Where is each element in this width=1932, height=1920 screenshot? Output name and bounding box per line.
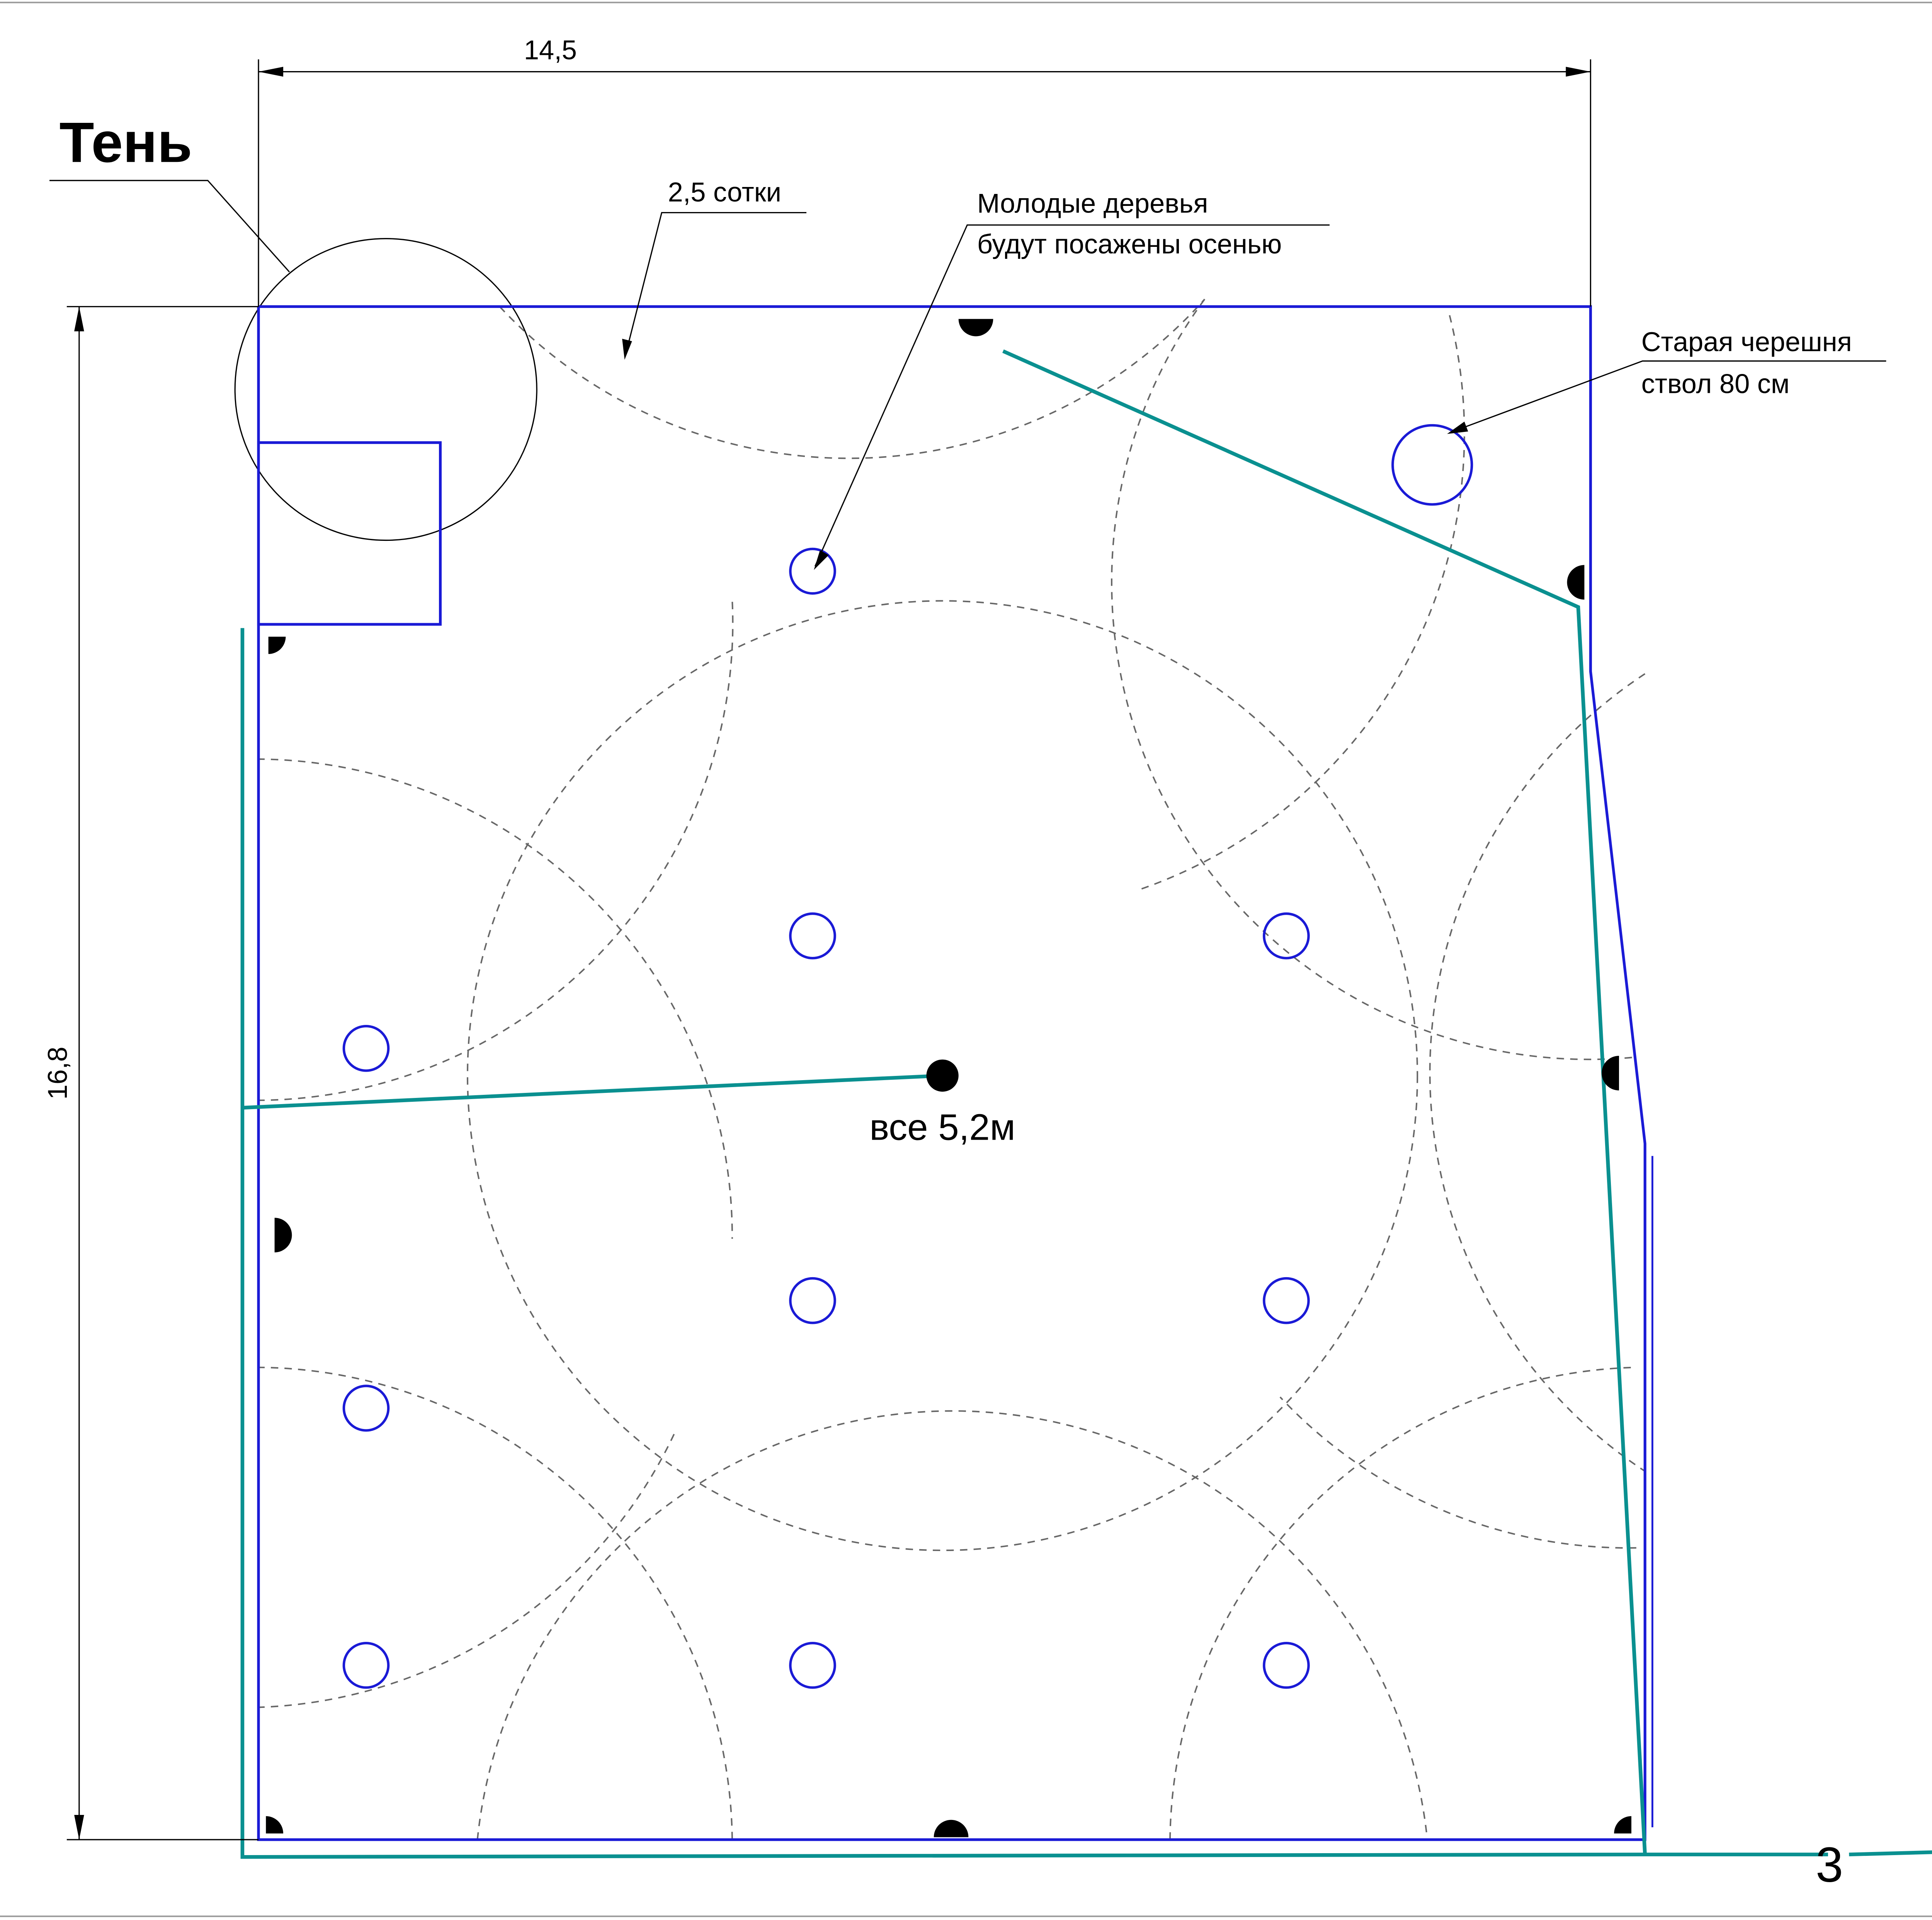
coverage-arc-bottom-right-b	[1279, 1396, 1636, 1549]
pipe-main-exit	[1849, 1850, 1932, 1857]
coverage-arc-bottom-center	[476, 1410, 1428, 1840]
sprinkler-disc-icon	[926, 1059, 959, 1092]
coverage-arcs	[257, 299, 1646, 1840]
sprinkler-radius-label: все 5,2м	[869, 1107, 1015, 1148]
coverage-circle-center	[467, 600, 1418, 1551]
dimension-arrows	[74, 66, 1591, 1840]
dimension-lines	[66, 59, 1591, 1840]
building-outline	[257, 441, 442, 626]
sprinkler-half-disc-icon	[958, 319, 993, 336]
coverage-arc-right-middle	[1429, 673, 1646, 1472]
pipe-main	[240, 628, 1828, 1859]
coverage-arc-left-upper	[257, 758, 733, 1239]
arrow-head-icon	[258, 66, 284, 77]
sprinkler-half-disc-icon	[1567, 565, 1585, 600]
arrow-head-icon	[1447, 421, 1468, 434]
arrow-head-icon	[74, 1815, 84, 1840]
sprinkler-half-disc-icon	[274, 1218, 292, 1252]
height-dimension-label: 16,8	[42, 1047, 73, 1099]
young-tree-marker	[1263, 912, 1310, 960]
coverage-arc-left-lower-b	[257, 1434, 675, 1708]
coverage-arc-top-left	[499, 299, 1206, 459]
shade-label: Тень	[60, 111, 192, 174]
young-tree-marker	[789, 912, 836, 960]
leader-arrows	[622, 338, 1468, 570]
old-cherry-label-line2: ствол 80 см	[1641, 369, 1790, 399]
young-tree-marker	[789, 1641, 836, 1689]
area-leader-line	[625, 212, 806, 354]
coverage-arc-bottom-right	[1169, 1366, 1636, 1840]
shade-circle	[234, 238, 537, 541]
arrow-head-icon	[1566, 66, 1591, 77]
shade-leader-line	[49, 180, 290, 273]
old-cherry-leader-line	[1449, 360, 1886, 433]
young-tree-marker	[342, 1025, 390, 1072]
arrow-head-icon	[74, 306, 84, 331]
young-trees-leader-line	[814, 224, 1330, 567]
coverage-arc-left-lower	[257, 1366, 733, 1840]
young-trees-label-line1: Молодые деревья	[977, 188, 1208, 218]
leader-lines	[49, 180, 1886, 567]
young-tree-marker	[789, 1277, 836, 1324]
sprinkler-half-disc-icon	[268, 637, 286, 654]
coverage-arc-top-right-vertical	[1138, 315, 1465, 891]
arrow-head-icon	[814, 550, 829, 570]
young-tree-marker	[342, 1641, 390, 1689]
sprinklers	[266, 319, 1631, 1837]
irrigation-pipes	[240, 349, 1932, 1859]
young-trees	[342, 547, 1310, 1689]
arrow-head-icon	[622, 338, 632, 360]
young-tree-marker	[1263, 1641, 1310, 1689]
sprinkler-half-disc-icon	[1614, 1816, 1631, 1833]
young-trees-label-line2: будут посажены осенью	[977, 229, 1282, 259]
young-tree-marker	[342, 1385, 390, 1432]
young-tree-marker	[789, 547, 836, 595]
coverage-arc-left-upper-b	[257, 600, 734, 1101]
pipe-right	[1002, 349, 1647, 1855]
sprinkler-half-disc-icon	[1602, 1056, 1619, 1091]
sprinkler-half-disc-icon	[266, 1816, 284, 1833]
width-dimension-label: 14,5	[524, 35, 577, 65]
area-label: 2,5 сотки	[668, 177, 781, 207]
pipe-number-label: 3	[1816, 1837, 1843, 1893]
old-cherry-tree-marker	[1391, 424, 1473, 506]
old-cherry-label-line1: Старая черешня	[1641, 326, 1852, 357]
sprinkler-half-disc-icon	[934, 1820, 969, 1837]
coverage-arc-top-right	[1111, 299, 1636, 1060]
young-tree-marker	[1263, 1277, 1310, 1324]
pipe-to-center	[242, 1074, 943, 1110]
